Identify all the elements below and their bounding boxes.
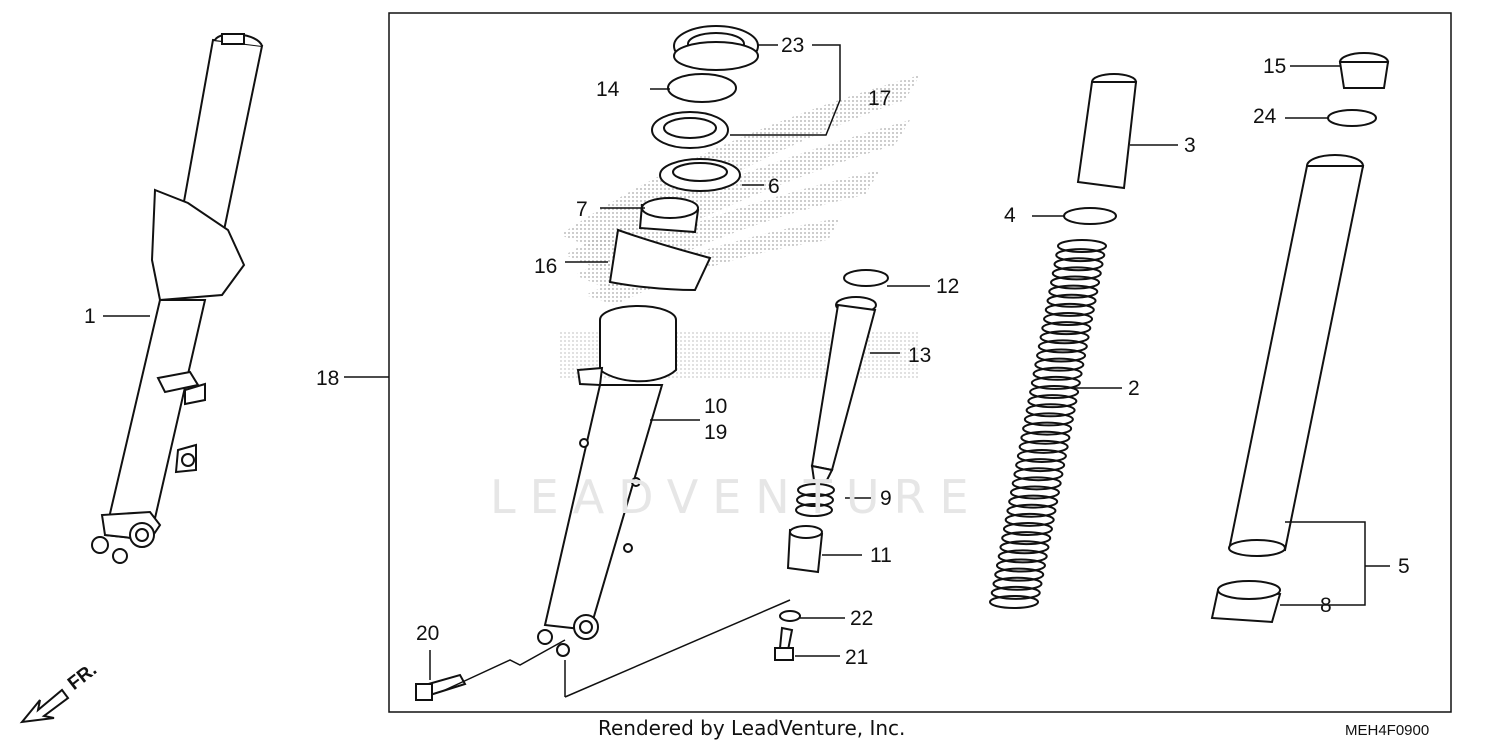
spring-coil — [1022, 421, 1073, 436]
spring-coil — [1051, 266, 1102, 281]
spring-coil — [1015, 458, 1066, 473]
spring-coil — [994, 567, 1045, 582]
callout-2[interactable]: 2 — [1128, 377, 1140, 400]
fork-pipe-5 — [1210, 154, 1365, 624]
spring-coil — [990, 585, 1041, 600]
oil-lock-piece-11 — [786, 525, 824, 574]
callout-13[interactable]: 13 — [908, 344, 932, 367]
leader-lines — [344, 44, 1390, 680]
spring-coil — [1023, 412, 1074, 427]
callout-12[interactable]: 12 — [936, 275, 960, 298]
spring-coil — [1057, 239, 1107, 253]
spring-coil — [992, 576, 1043, 591]
spring-coil — [989, 595, 1039, 609]
spring-coil — [1043, 312, 1094, 327]
callout-10[interactable]: 10 — [704, 395, 728, 418]
fork-leg-assembly — [91, 33, 264, 564]
spring-coil — [1050, 275, 1101, 290]
callout-17[interactable]: 17 — [868, 87, 892, 110]
spring-coil — [1048, 284, 1099, 299]
callout-18[interactable]: 18 — [316, 367, 340, 390]
spring-coil — [1025, 403, 1076, 418]
spring-coil — [1011, 476, 1062, 491]
fork-cover-16 — [608, 228, 712, 292]
spring-coil — [1002, 521, 1053, 536]
callout-23[interactable]: 23 — [781, 34, 805, 57]
spring-coil — [1039, 330, 1090, 345]
spring-coil — [1009, 485, 1060, 500]
fork-spring-2 — [989, 239, 1107, 609]
spring-coil — [1034, 357, 1085, 372]
spring-coil — [997, 549, 1048, 564]
callout-16[interactable]: 16 — [534, 255, 558, 278]
spring-coil — [1029, 385, 1080, 400]
spring-coil — [1032, 366, 1083, 381]
spring-coil — [1004, 512, 1055, 527]
callout-1[interactable]: 1 — [84, 305, 96, 328]
spring-coil — [1016, 448, 1067, 463]
axle-bolt-20 — [415, 673, 467, 701]
diagram-code: MEH4F0900 — [1345, 722, 1430, 739]
spring-coil — [1027, 394, 1078, 409]
spring-coil — [995, 558, 1046, 573]
oil-seal-group — [638, 25, 759, 234]
spring-coil — [1036, 348, 1087, 363]
spring-coil — [1018, 439, 1069, 454]
callout-21[interactable]: 21 — [845, 646, 869, 669]
watermark-text: LEADVENTURE — [490, 470, 983, 524]
callout-3[interactable]: 3 — [1184, 134, 1196, 157]
callout-14[interactable]: 14 — [596, 78, 620, 101]
damper-rod — [810, 269, 889, 484]
washer-4 — [1063, 207, 1117, 225]
spring-coil — [1053, 257, 1104, 272]
callout-5[interactable]: 5 — [1398, 555, 1410, 578]
spring-coil — [1046, 293, 1097, 308]
spacer-3 — [1076, 73, 1138, 190]
spring-coil — [1006, 503, 1057, 518]
callout-20[interactable]: 20 — [416, 622, 440, 645]
callout-9[interactable]: 9 — [880, 487, 892, 510]
washer-and-bolt — [774, 610, 801, 661]
rebound-spring-9 — [795, 483, 835, 517]
assembly-frame — [388, 12, 1452, 713]
callout-24[interactable]: 24 — [1253, 105, 1277, 128]
spring-coil — [1013, 467, 1064, 482]
spring-coil — [1001, 531, 1052, 546]
callout-22[interactable]: 22 — [850, 607, 874, 630]
callout-8[interactable]: 8 — [1320, 594, 1332, 617]
rendered-by-credit: Rendered by LeadVenture, Inc. — [598, 716, 906, 740]
spring-coil — [1020, 430, 1071, 445]
spring-coil — [999, 540, 1050, 555]
spring-coil — [1044, 302, 1095, 317]
callout-6[interactable]: 6 — [768, 175, 780, 198]
fork-slider — [537, 305, 677, 657]
fork-cap-bolt — [1327, 52, 1390, 127]
spring-coil — [1008, 494, 1059, 509]
spring-coil — [1055, 248, 1106, 263]
front-direction-arrow-icon — [19, 688, 70, 724]
callout-7[interactable]: 7 — [576, 198, 588, 221]
callout-11[interactable]: 11 — [870, 544, 892, 567]
callout-15[interactable]: 15 — [1263, 55, 1287, 78]
spring-coil — [1041, 321, 1092, 336]
spring-coil — [1037, 339, 1088, 354]
callout-19[interactable]: 19 — [704, 421, 728, 444]
callout-4[interactable]: 4 — [1004, 204, 1016, 227]
spring-coil — [1030, 375, 1081, 390]
